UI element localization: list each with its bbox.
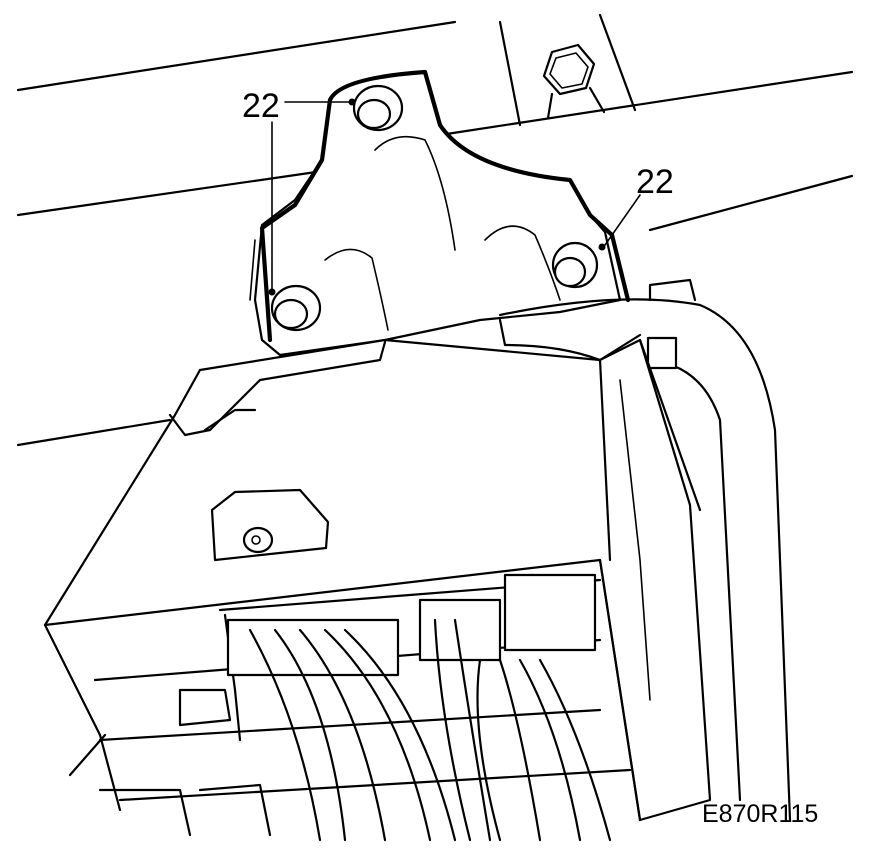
leader-end-dots bbox=[268, 98, 606, 296]
background-frame-lines bbox=[16, 13, 854, 447]
control-unit-housing bbox=[43, 338, 712, 822]
callout-leader-lines bbox=[271, 101, 641, 293]
lower-left-edge bbox=[68, 733, 272, 837]
bracket-bolt-left bbox=[270, 284, 322, 332]
connector-wires bbox=[248, 618, 612, 842]
hex-nut bbox=[542, 43, 606, 120]
housing-screw-boss bbox=[210, 488, 330, 562]
wiring-harness-right bbox=[498, 278, 792, 822]
callout-label-22-right: 22 bbox=[636, 163, 674, 201]
bracket-bolt-top bbox=[352, 84, 404, 132]
figure-code: E870R115 bbox=[702, 800, 818, 828]
callout-label-22-left: 22 bbox=[242, 87, 280, 125]
bracket-bolt-right bbox=[551, 241, 599, 289]
